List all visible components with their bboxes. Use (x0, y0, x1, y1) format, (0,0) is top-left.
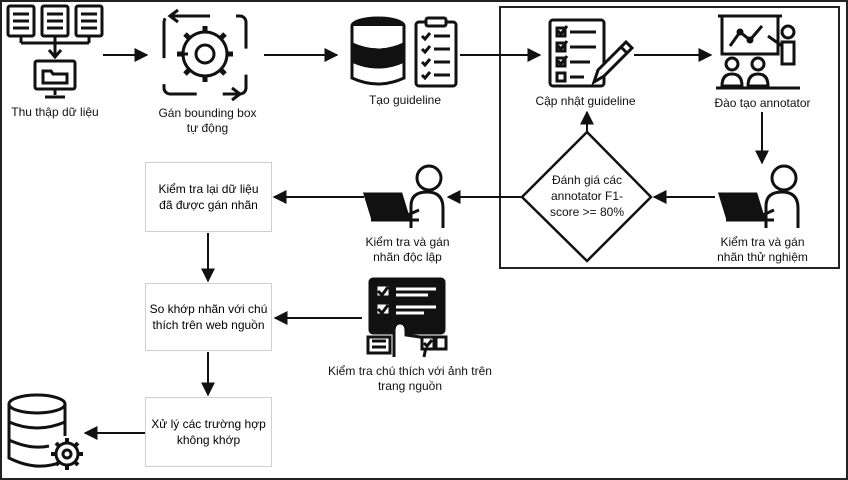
auto-bbox-label: Gán bounding box tự động (158, 106, 257, 135)
train-annotator-label: Đào tạo annotator (714, 96, 811, 110)
database-gear-icon (7, 393, 83, 470)
gear-cycle-icon (162, 8, 248, 102)
laptop-person-icon (717, 164, 800, 228)
evaluate-diamond (520, 130, 653, 263)
checklist-pencil-icon (548, 18, 635, 88)
training-loop-frame (499, 6, 840, 269)
guideline-label: Tạo guideline (368, 93, 442, 107)
touchscreen-form-icon (366, 277, 448, 358)
evaluate-label: Đánh giá các annotator F1- score >= 80% (549, 173, 625, 219)
checklist-clipboard-icon (414, 16, 458, 88)
presentation-training-icon (716, 14, 800, 90)
database-icon (350, 16, 406, 86)
collect-label: Thu thập dữ liệu (11, 105, 99, 119)
monitor-network-icon (6, 4, 104, 99)
update-guideline-label: Cập nhật guideline (535, 94, 636, 108)
check-source-label: Kiểm tra chú thích với ảnh trên trang ng… (328, 364, 492, 393)
independent-label-text: Kiểm tra và gán nhãn độc lập (365, 235, 450, 264)
match-box: So khớp nhãn với chú thích trên web nguồ… (145, 283, 272, 351)
laptop-person-icon (362, 164, 445, 228)
trial-label-text: Kiểm tra và gán nhãn thử nghiệm (717, 235, 808, 264)
recheck-box: Kiểm tra lại dữ liệu đã được gán nhãn (145, 162, 272, 232)
handle-mismatch-box: Xử lý các trường hợp không khớp (145, 397, 272, 467)
